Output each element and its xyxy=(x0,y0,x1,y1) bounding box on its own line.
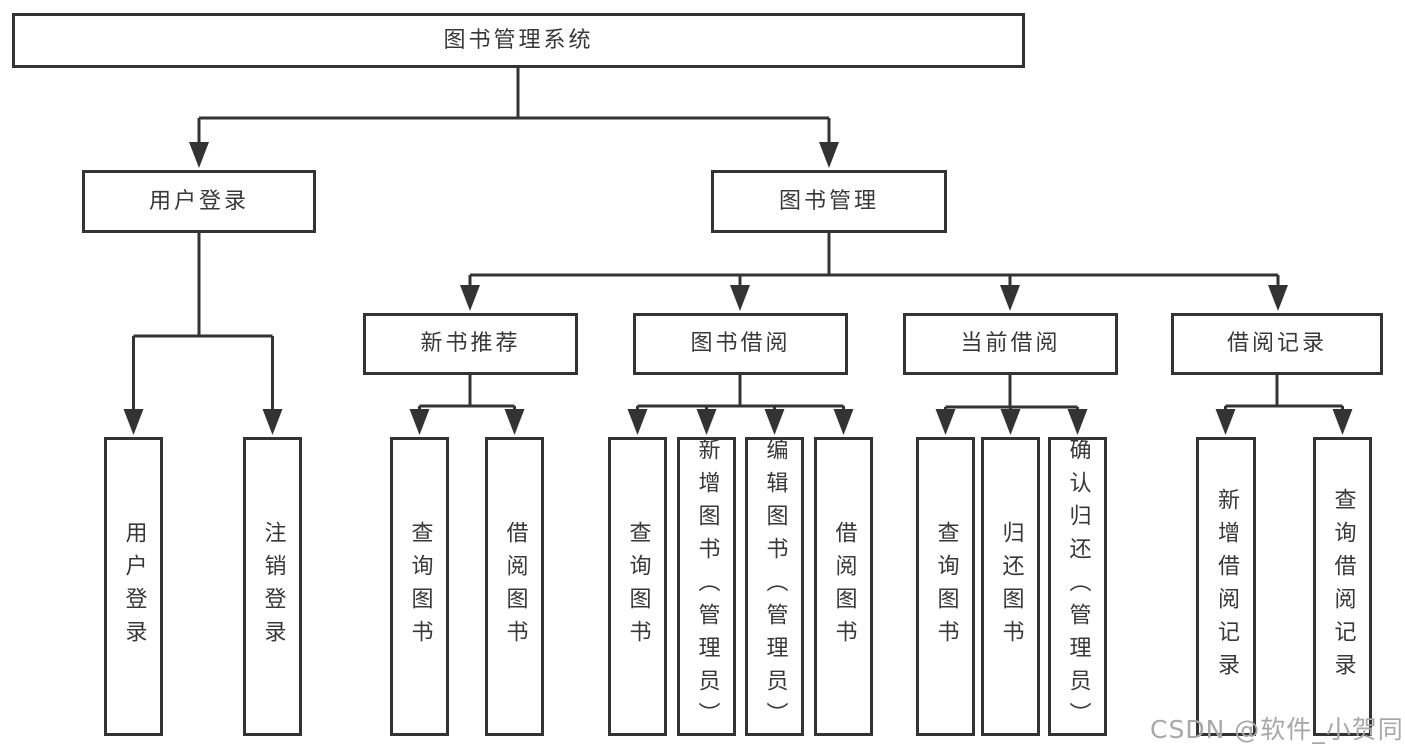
node-label: 当前借阅 xyxy=(960,331,1061,356)
arrowhead xyxy=(123,409,144,435)
leaf-user-login: 用户登录 xyxy=(104,437,163,736)
node-label: 图书管理系统 xyxy=(443,27,594,53)
node-user-login: 用户登录 xyxy=(82,170,316,233)
node-book-management: 图书管理 xyxy=(711,170,947,233)
connector-user-login-to-leaves xyxy=(132,233,274,418)
arrowhead xyxy=(730,285,750,311)
arrowhead xyxy=(833,409,854,435)
arrowhead xyxy=(262,409,283,435)
node-book-borrowing: 图书借阅 xyxy=(633,313,848,375)
arrowhead xyxy=(504,409,525,435)
csdn-watermark: CSDN @软件_小贺同学 xyxy=(1150,715,1405,744)
connector-new-book-recommend-to-leaves xyxy=(418,375,516,418)
node-label: 图书借阅 xyxy=(690,331,791,356)
leaf-query-borrow-record: 查询借阅记录 xyxy=(1313,437,1372,736)
leaf-label: 查询图书 xyxy=(933,520,959,653)
arrowhead xyxy=(1000,285,1020,311)
arrowhead xyxy=(189,142,209,168)
node-label: 新书推荐 xyxy=(420,331,521,356)
leaf-label: 注销登录 xyxy=(260,520,286,653)
arrowhead xyxy=(627,409,648,435)
leaf-add-borrow-record: 新增借阅记录 xyxy=(1196,437,1256,736)
arrowhead xyxy=(819,142,839,168)
leaf-label: 新增图书（管理员） xyxy=(694,438,720,735)
arrowhead xyxy=(1332,409,1353,435)
arrowhead xyxy=(460,285,480,311)
arrowhead xyxy=(696,409,717,435)
arrowhead xyxy=(1067,409,1088,435)
leaf-query-books-borrowing: 查询图书 xyxy=(608,437,667,736)
leaf-label: 确认归还（管理员） xyxy=(1065,438,1091,735)
leaf-query-books-current: 查询图书 xyxy=(916,437,975,736)
arrowhead xyxy=(1268,285,1288,311)
leaf-query-books-recommend: 查询图书 xyxy=(390,437,449,736)
leaf-label: 借阅图书 xyxy=(502,520,528,653)
leaf-label: 查询图书 xyxy=(625,520,651,653)
connector-borrowing-records-to-leaves xyxy=(1224,375,1344,418)
leaf-confirm-return-admin: 确认归还（管理员） xyxy=(1048,437,1107,736)
arrowhead xyxy=(764,409,785,435)
leaf-label: 用户登录 xyxy=(121,520,147,653)
arrowhead xyxy=(935,409,956,435)
node-label: 用户登录 xyxy=(148,188,249,214)
node-borrowing-records: 借阅记录 xyxy=(1171,313,1383,375)
connector-book-management-to-sections xyxy=(468,233,1280,292)
node-system-root: 图书管理系统 xyxy=(12,13,1025,68)
leaf-label: 查询图书 xyxy=(407,520,433,653)
leaf-label: 新增借阅记录 xyxy=(1214,487,1239,686)
leaf-borrow-books-recommend: 借阅图书 xyxy=(485,437,544,736)
arrowhead xyxy=(409,409,430,435)
node-new-book-recommend: 新书推荐 xyxy=(363,313,578,375)
leaf-edit-books-admin: 编辑图书（管理员） xyxy=(745,437,804,736)
leaf-label: 归还图书 xyxy=(998,520,1024,653)
arrowhead xyxy=(1000,409,1021,435)
leaf-label: 查询借阅记录 xyxy=(1330,487,1356,686)
leaf-label: 编辑图书（管理员） xyxy=(762,438,788,735)
connector-root-to-level1 xyxy=(197,68,831,150)
leaf-logout: 注销登录 xyxy=(243,437,302,736)
leaf-return-books: 归还图书 xyxy=(981,437,1040,736)
leaf-borrow-books: 借阅图书 xyxy=(814,437,873,736)
arrowhead xyxy=(1215,409,1236,435)
node-label: 图书管理 xyxy=(778,188,879,214)
node-label: 借阅记录 xyxy=(1226,331,1327,356)
node-current-borrowing: 当前借阅 xyxy=(903,313,1118,375)
connector-book-borrowing-to-leaves xyxy=(636,375,845,418)
leaf-label: 借阅图书 xyxy=(831,520,857,653)
leaf-add-books-admin: 新增图书（管理员） xyxy=(677,437,736,736)
